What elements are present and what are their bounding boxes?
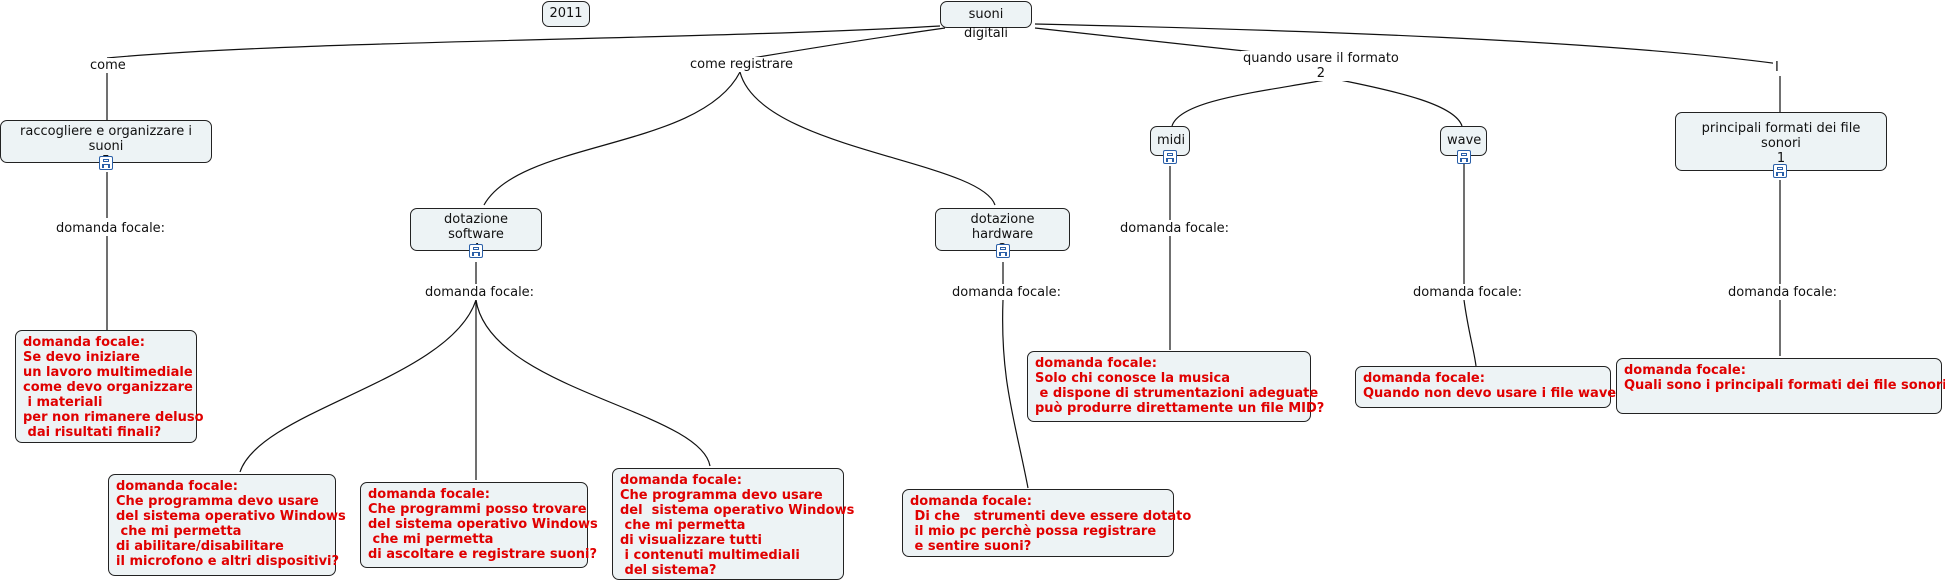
link-label-come-registrare: come registrare — [688, 57, 796, 72]
link-df2-q3 — [475, 299, 711, 467]
link-label-domanda-focale: domanda focale: — [54, 221, 168, 236]
link-df5-q — [1463, 299, 1477, 367]
question-wave[interactable]: domanda focale: Quando non devo usare i … — [1355, 366, 1624, 408]
sub-map-icon[interactable] — [1163, 150, 1177, 164]
link-label-come: come — [88, 58, 128, 73]
question-software-multimediali[interactable]: domanda focale: Che programma devo usare… — [612, 468, 854, 580]
link-quando-wave — [1339, 79, 1463, 127]
link-root-i — [1034, 23, 1781, 65]
link-root-come — [106, 25, 941, 59]
link-root-come-registrare — [739, 27, 946, 61]
question-formati[interactable]: domanda focale: Quali sono i principali … — [1616, 358, 1945, 414]
concept-dotazione-hardware[interactable]: dotazione hardware 3 — [935, 208, 1070, 257]
link-label-domanda-focale: domanda focale: — [423, 285, 537, 300]
sub-map-icon[interactable] — [996, 244, 1010, 258]
link-label-quando-usare: quando usare il formato 2 — [1241, 51, 1401, 81]
question-hardware[interactable]: domanda focale: Di che strumenti deve es… — [902, 489, 1191, 557]
concept-raccogliere[interactable]: raccogliere e organizzare i suoni 5 — [0, 120, 212, 169]
concept-dotazione-software[interactable]: dotazione software 4 — [410, 208, 542, 257]
link-label-domanda-focale: domanda focale: — [950, 285, 1064, 300]
link-quando-midi — [1171, 79, 1326, 127]
link-label-domanda-focale: domanda focale: — [1118, 221, 1232, 236]
link-label-domanda-focale: domanda focale: — [1411, 285, 1525, 300]
question-software-microfono[interactable]: domanda focale: Che programma devo usare… — [108, 474, 346, 576]
root-concept[interactable]: suoni digitali — [940, 1, 1032, 41]
question-midi[interactable]: domanda focale: Solo chi conosce la musi… — [1027, 351, 1324, 422]
concept-principali-formati[interactable]: principali formati dei file sonori 1 — [1675, 112, 1887, 171]
link-label-domanda-focale: domanda focale: — [1726, 285, 1840, 300]
sub-map-icon[interactable] — [1773, 164, 1787, 178]
question-raccogliere[interactable]: domanda focale: Se devo iniziare un lavo… — [15, 330, 204, 443]
link-reg-software — [483, 71, 741, 206]
link-reg-hardware — [739, 71, 996, 206]
sub-map-icon[interactable] — [1457, 150, 1471, 164]
sub-map-icon[interactable] — [469, 244, 483, 258]
sub-map-icon[interactable] — [99, 156, 113, 170]
question-software-ascoltare[interactable]: domanda focale: Che programmi posso trov… — [360, 482, 598, 568]
year-box[interactable]: 2011 — [542, 1, 590, 27]
link-label-i: I — [1773, 60, 1781, 75]
link-df3-q — [1002, 299, 1029, 489]
link-df2-q1 — [239, 299, 477, 473]
